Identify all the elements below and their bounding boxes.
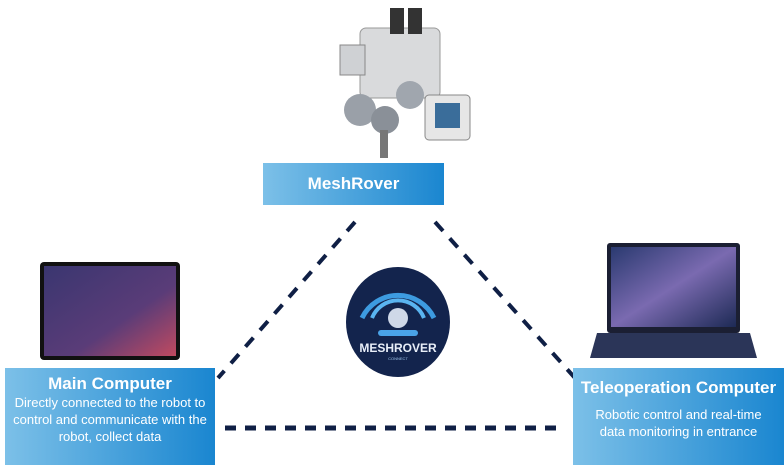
main-computer-box: Main Computer Directly connected to the …	[5, 368, 215, 465]
dashed-link-left	[216, 220, 357, 380]
teleop-computer-description: Robotic control and real-time data monit…	[595, 407, 762, 439]
laptop-image	[590, 243, 757, 358]
robot-label: MeshRover	[307, 174, 400, 193]
tablet-image	[40, 262, 180, 360]
meshrover-connect-logo: MESHROVER CONNECT	[346, 267, 450, 377]
teleop-computer-box: Teleoperation Computer Robotic control a…	[573, 368, 784, 465]
main-computer-description: Directly connected to the robot to contr…	[13, 395, 207, 444]
svg-text:MESHROVER: MESHROVER	[359, 341, 437, 355]
dashed-link-right	[433, 220, 577, 380]
main-computer-title: Main Computer	[48, 374, 172, 393]
teleop-computer-title: Teleoperation Computer	[580, 378, 777, 397]
svg-text:CONNECT: CONNECT	[388, 356, 408, 361]
robot-image	[339, 8, 471, 158]
robot-label-box: MeshRover	[263, 163, 444, 205]
